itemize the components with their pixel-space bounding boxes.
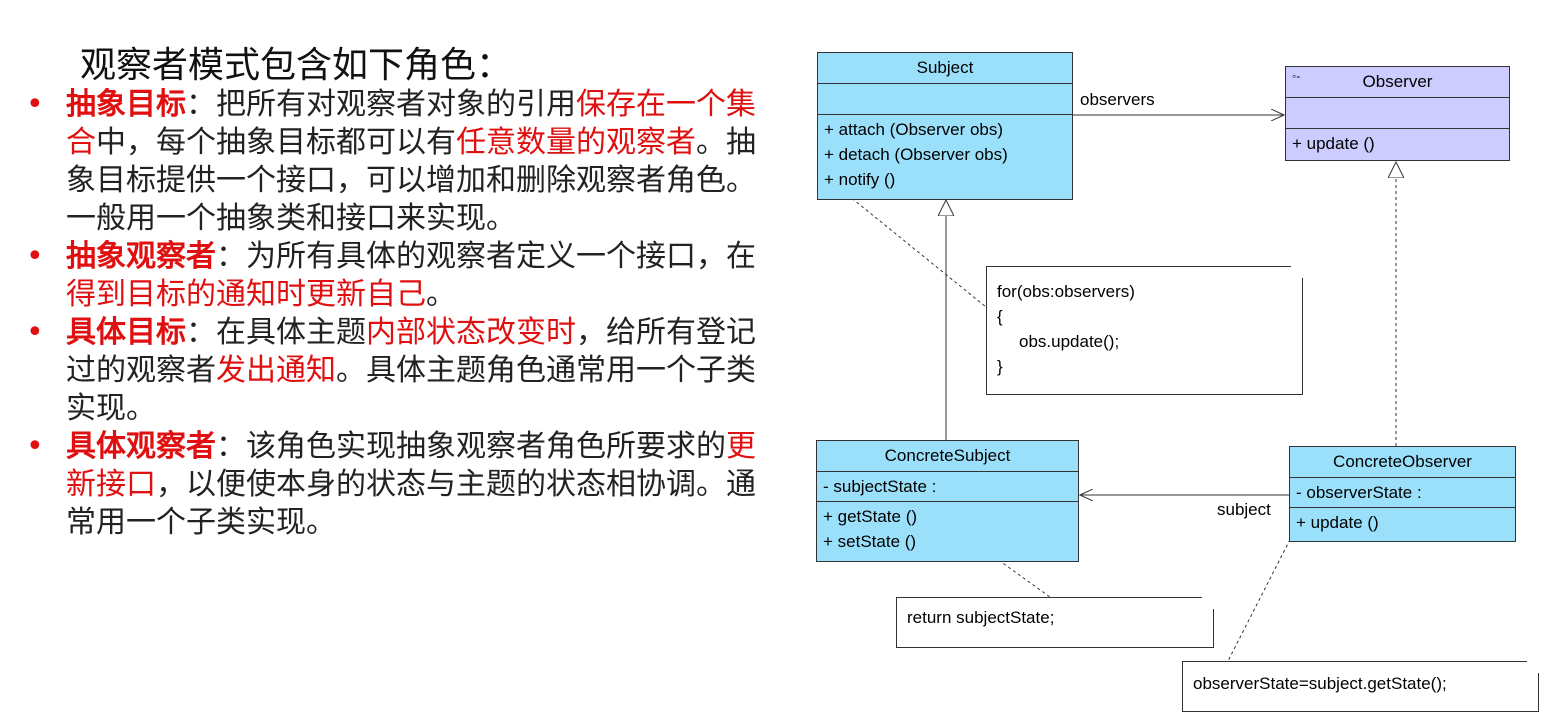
uml-class-subject: Subject + attach (Observer obs) + detach… (817, 52, 1073, 200)
role-text: ，以便使本身的状态与主题的状态相协调。通常用一个子类实现。 (66, 467, 756, 540)
uml-note-update: observerState=subject.getState(); (1182, 661, 1539, 712)
class-name: ◦- Observer (1286, 67, 1509, 98)
attribute: - observerState : (1296, 483, 1422, 502)
role-highlight: 更新接口 (66, 429, 756, 502)
role-text: ：把所有对观察者对象的引用 (186, 87, 576, 122)
role-highlight: 发出通知 (216, 353, 336, 388)
role-item-abstract-subject: 抽象目标：把所有对观察者对象的引用保存在一个集合中，每个抽象目标都可以有任意数量… (22, 86, 762, 238)
operation: + attach (Observer obs) (824, 120, 1004, 139)
role-item-abstract-observer: 抽象观察者：为所有具体的观察者定义一个接口，在得到目标的通知时更新自己。 (22, 238, 762, 314)
role-term: 具体目标 (66, 315, 186, 350)
role-item-concrete-subject: 具体目标：在具体主题内部状态改变时，给所有登记过的观察者发出通知。具体主题角色通… (22, 314, 762, 428)
note-anchor-update (1227, 517, 1302, 662)
role-highlight: 内部状态改变时 (366, 315, 576, 350)
class-name: Subject (818, 53, 1072, 84)
role-term: 抽象观察者 (66, 239, 216, 274)
association-label-subject: subject (1217, 500, 1271, 519)
class-attributes: - subjectState : (817, 472, 1078, 502)
operation: + notify () (824, 170, 896, 189)
role-text: 。 (426, 277, 456, 312)
role-text: 。具体主题角色通常用一个子类实现。 (66, 353, 756, 426)
attribute: - subjectState : (823, 477, 937, 496)
note-line: obs.update(); (1019, 332, 1120, 351)
role-list: 抽象目标：把所有对观察者对象的引用保存在一个集合中，每个抽象目标都可以有任意数量… (22, 86, 762, 542)
role-term: 具体观察者 (66, 429, 216, 464)
role-text: ：为所有具体的观察者定义一个接口，在 (216, 239, 756, 274)
note-anchor-notify (837, 186, 987, 308)
class-attributes (818, 84, 1072, 115)
operation: + update () (1292, 134, 1375, 153)
class-operations: + getState () + setState () (817, 502, 1078, 556)
class-operations: + attach (Observer obs) + detach (Observ… (818, 115, 1072, 194)
role-highlight: 保存在一个集合 (66, 87, 756, 160)
note-line: for(obs:observers) (997, 282, 1135, 301)
uml-note-getstate: return subjectState; (896, 597, 1214, 648)
role-highlight: 任意数量的观察者 (456, 125, 696, 160)
role-text: 。抽象目标提供一个接口，可以增加和删除观察者角色。一般用一个抽象类和接口来实现。 (66, 125, 756, 236)
association-label-observers: observers (1080, 90, 1155, 109)
note-line: return subjectState; (907, 608, 1055, 627)
class-name-text: Observer (1362, 72, 1433, 91)
uml-class-concrete-subject: ConcreteSubject - subjectState : + getSt… (816, 440, 1079, 562)
operation: + setState () (823, 532, 917, 551)
uml-note-notify: for(obs:observers) { obs.update(); } (986, 266, 1303, 395)
class-name: ConcreteObserver (1290, 447, 1515, 478)
role-term: 抽象目标 (66, 87, 186, 122)
class-name: ConcreteSubject (817, 441, 1078, 472)
role-text: ：在具体主题 (186, 315, 366, 350)
role-text: 中，每个抽象目标都可以有 (96, 125, 456, 160)
note-line: } (997, 357, 1003, 376)
class-attributes: - observerState : (1290, 478, 1515, 508)
uml-class-concrete-observer: ConcreteObserver - observerState : + upd… (1289, 446, 1516, 542)
note-fold (1527, 661, 1539, 673)
operation: + update () (1296, 513, 1379, 532)
role-highlight: 得到目标的通知时更新自己 (66, 277, 426, 312)
note-line: { (997, 307, 1003, 326)
class-operations: + update () (1286, 129, 1509, 158)
note-line: observerState=subject.getState(); (1193, 674, 1447, 693)
role-text: ：该角色实现抽象观察者角色所要求的 (216, 429, 726, 464)
note-fold (1202, 597, 1214, 609)
operation: + detach (Observer obs) (824, 145, 1008, 164)
class-operations: + update () (1290, 508, 1515, 537)
interface-icon: ◦- (1292, 69, 1301, 83)
role-item-concrete-observer: 具体观察者：该角色实现抽象观察者角色所要求的更新接口，以便使本身的状态与主题的状… (22, 428, 762, 542)
uml-interface-observer: ◦- Observer + update () (1285, 66, 1510, 161)
operation: + getState () (823, 507, 918, 526)
note-fold (1291, 266, 1303, 278)
page-title: 观察者模式包含如下角色： (80, 45, 513, 86)
class-attributes (1286, 98, 1509, 129)
role-text: ，给所有登记过的观察者 (66, 315, 756, 388)
